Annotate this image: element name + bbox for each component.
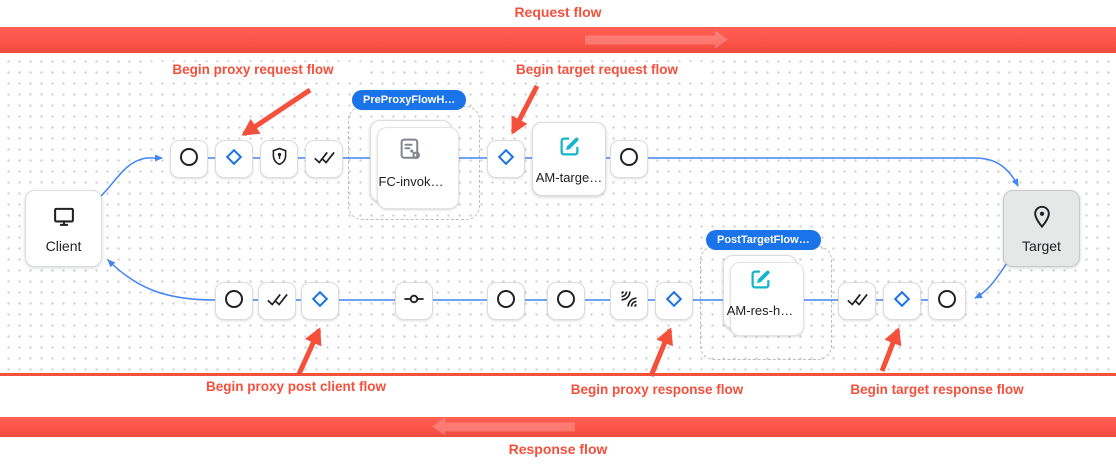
commit-step[interactable] [395,282,433,320]
antenna-signal-icon [619,289,639,314]
edit-square-icon [747,266,774,296]
target-request-end-step[interactable] [610,140,648,178]
circle-icon [555,288,577,315]
flow-canvas[interactable] [0,53,1116,374]
client-node[interactable]: Client [25,190,102,267]
double-check-icon [266,288,288,315]
post-target-flowhook-badge[interactable]: PostTargetFlow… [706,230,821,250]
request-flow-bar [0,27,1116,53]
target-response-start-step[interactable] [928,282,966,320]
response-annotation-line [0,373,1116,376]
target-request-flow-step[interactable] [487,140,525,178]
diamond-icon [497,148,515,171]
monitor-icon [51,204,77,233]
proxy-post-client-flow-step[interactable] [301,282,339,320]
circle-icon [495,288,517,315]
annotation-proxy-response: Begin proxy response flow [547,382,767,397]
circle-icon [178,146,200,173]
diamond-icon [311,290,329,313]
response-step-circle-2[interactable] [547,282,585,320]
target-label: Target [1022,237,1061,254]
client-label: Client [45,237,82,254]
commit-icon [403,288,425,315]
shield-lock-icon [269,146,290,172]
target-node[interactable]: Target [1003,190,1080,267]
annotation-target-response: Begin target response flow [827,382,1047,397]
assign-message-target-label: AM-targe… [535,170,603,185]
request-flow-label: Request flow [514,4,602,20]
response-step-circle-1[interactable] [487,282,525,320]
pre-proxy-flowhook-badge[interactable]: PreProxyFlowH… [352,90,467,110]
target-response-verify-step[interactable] [838,282,876,320]
security-policy-step[interactable] [260,140,298,178]
double-check-icon [313,146,335,173]
flow-callout-label: FC-invok… [378,173,444,189]
proxy-response-flow-step[interactable] [655,282,693,320]
edit-square-icon [556,133,583,163]
circle-icon [223,288,245,315]
request-direction-arrow-icon [585,30,728,49]
response-end-step[interactable] [215,282,253,320]
circle-icon [936,288,958,315]
circle-icon [618,146,640,173]
assign-message-target-card[interactable]: AM-targe… [532,122,606,196]
proxy-request-flow-step[interactable] [215,140,253,178]
diamond-icon [893,290,911,313]
request-start-step[interactable] [170,140,208,178]
flow-callout-policy-card[interactable]: FC-invok… [370,120,459,209]
double-check-icon [846,288,868,315]
flow-callout-icon [396,134,426,167]
response-flow-label: Response flow [508,441,608,457]
post-client-verify-step[interactable] [258,282,296,320]
response-direction-arrow-icon [432,417,575,436]
annotation-target-request: Begin target request flow [487,62,707,77]
diamond-icon [225,148,243,171]
response-flow-bar [0,417,1116,437]
assign-message-response-label: AM-res-h… [726,303,794,318]
verify-step[interactable] [305,140,343,178]
signal-step[interactable] [610,282,648,320]
diamond-icon [665,290,683,313]
target-response-flow-step[interactable] [883,282,921,320]
assign-message-response-card[interactable]: AM-res-h… [723,255,804,336]
annotation-proxy-request: Begin proxy request flow [143,62,363,77]
annotation-proxy-post-client: Begin proxy post client flow [186,379,406,394]
location-pin-icon [1029,204,1055,233]
